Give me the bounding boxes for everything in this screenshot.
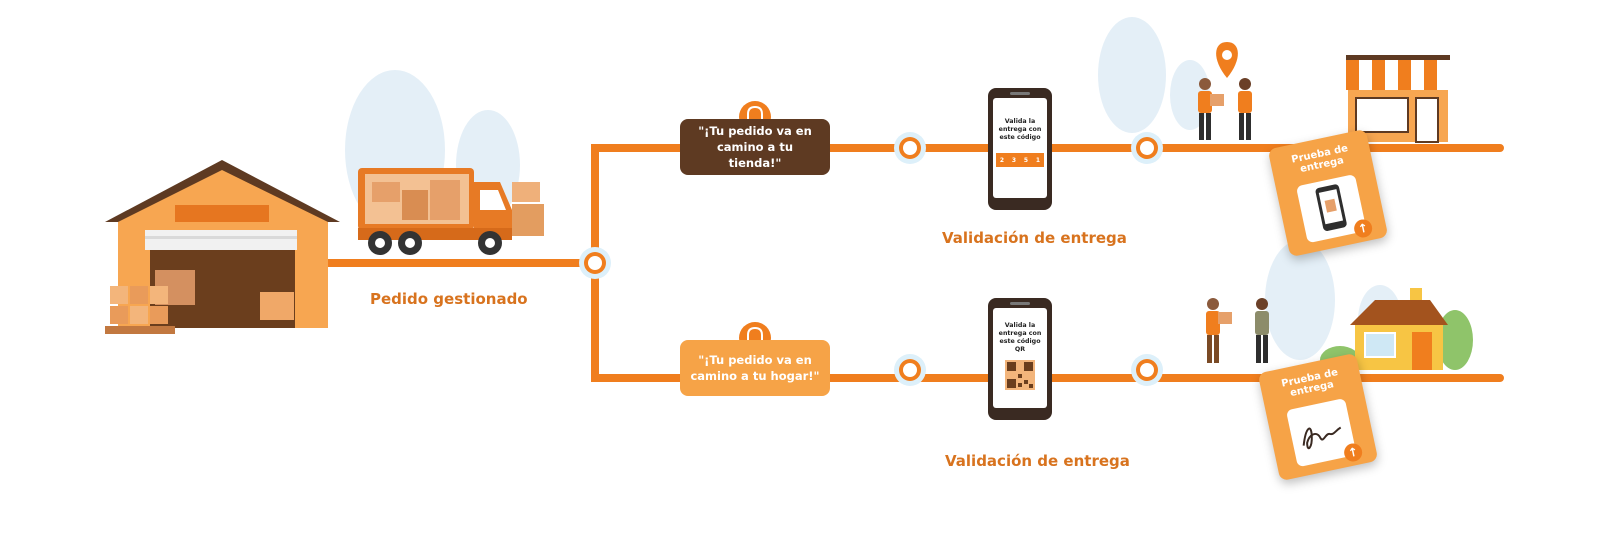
proof-card-bottom: Prueba de entrega ↑ <box>1257 352 1379 482</box>
phone-qr-text: Valida la entrega con este código QR <box>998 322 1042 353</box>
code-digit: 1 <box>1035 156 1041 164</box>
store-message-badge: "¡Tu pedido va en camino a tu tienda!" <box>680 119 830 175</box>
phone-code-text: Valida la entrega con este código <box>998 118 1042 141</box>
node-split <box>579 247 611 279</box>
node-top-1 <box>894 132 926 164</box>
location-pin-icon <box>1216 42 1238 78</box>
qr-code-icon <box>1005 360 1035 390</box>
flow-lines <box>321 144 1504 382</box>
truck-icon <box>358 168 544 255</box>
validation-label-bottom: Validación de entrega <box>945 452 1130 470</box>
delivery-people-top <box>1198 78 1252 140</box>
validation-label-top: Validación de entrega <box>942 229 1127 247</box>
node-top-2 <box>1131 132 1163 164</box>
home-message-text: "¡Tu pedido va en camino a tu hogar!" <box>690 353 820 383</box>
phone-icon <box>988 88 1052 210</box>
code-digit: 2 <box>999 156 1005 164</box>
node-bottom-1 <box>894 354 926 386</box>
signature-icon <box>1302 426 1342 450</box>
house-icon <box>1320 288 1473 374</box>
code-digit: 3 <box>1011 156 1017 164</box>
home-message-badge: "¡Tu pedido va en camino a tu hogar!" <box>680 340 830 396</box>
proof-card-title: Prueba de entrega <box>1290 143 1350 176</box>
flow-nodes <box>579 132 1163 386</box>
phone-photo-icon <box>1315 184 1347 231</box>
proof-card-inner: ↑ <box>1295 174 1374 244</box>
proof-card-inner: ↑ <box>1285 398 1364 468</box>
warehouse-icon <box>105 160 340 334</box>
node-bottom-2 <box>1131 354 1163 386</box>
proof-card-title: Prueba de entrega <box>1280 367 1340 400</box>
code-digits-box: 2 3 5 1 <box>996 153 1044 167</box>
store-message-text: "¡Tu pedido va en camino a tu tienda!" <box>698 124 812 170</box>
phone-icon <box>988 298 1052 420</box>
background-trees <box>345 17 1402 360</box>
order-managed-label: Pedido gestionado <box>370 290 528 308</box>
code-digit: 5 <box>1023 156 1029 164</box>
proof-card-top: Prueba de entrega ↑ <box>1267 128 1389 258</box>
store-icon <box>1346 55 1450 143</box>
delivery-people-bottom <box>1206 298 1269 363</box>
